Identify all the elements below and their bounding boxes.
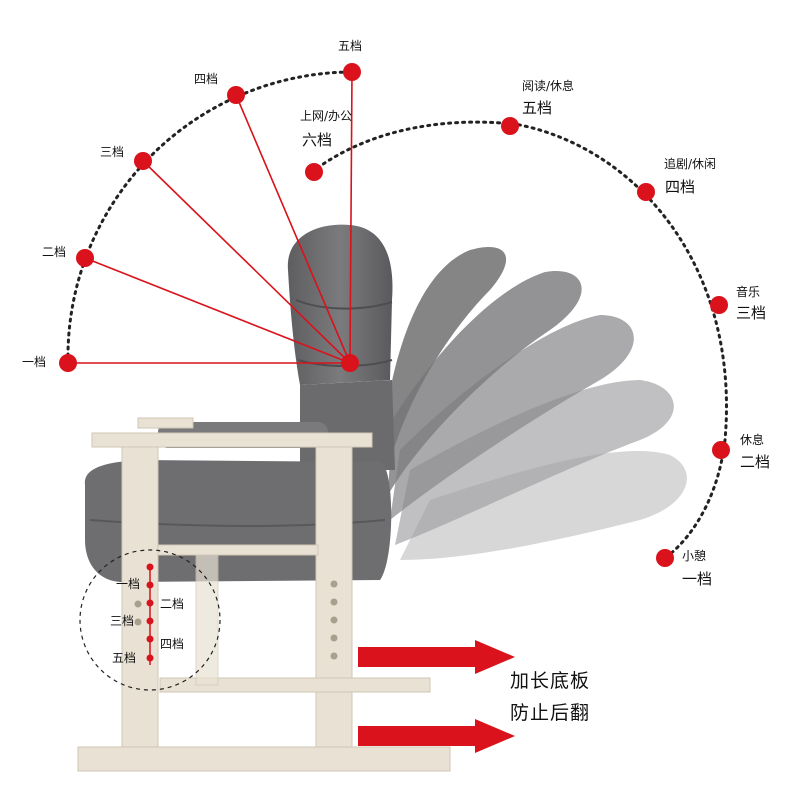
- caption-line-2: 防止后翻: [510, 702, 591, 724]
- left-dot-3: [134, 152, 152, 170]
- left-dot-4: [227, 86, 245, 104]
- left-gear-4-label: 四档: [194, 72, 219, 86]
- height-4-label: 四档: [160, 637, 185, 651]
- right-gear-3-label: 三档: [736, 304, 767, 322]
- pivot-dot: [341, 354, 359, 372]
- height-2-label: 二档: [160, 597, 185, 611]
- left-gear-1-label: 一档: [22, 355, 47, 369]
- recline-ghost-backrests: [385, 246, 687, 560]
- right-dot-6: [305, 163, 323, 181]
- height-5-label: 五档: [112, 651, 137, 665]
- height-3-label: 三档: [110, 614, 135, 628]
- wooden-frame: [77, 417, 451, 772]
- right-arrow-icon: [358, 640, 515, 674]
- right-gear-5-mode: 阅读/休息: [522, 79, 575, 93]
- right-gear-2-label: 二档: [740, 453, 771, 471]
- right-gear-6-label: 六档: [302, 131, 333, 149]
- right-dot-3: [710, 296, 728, 314]
- right-gear-1-label: 一档: [682, 570, 713, 588]
- height-1-label: 一档: [116, 577, 141, 591]
- caption-line-1: 加长底板: [510, 670, 591, 692]
- height-dots: [146, 563, 154, 662]
- right-arrow-icon: [358, 719, 515, 753]
- left-dot-1: [59, 354, 77, 372]
- right-dot-4: [637, 183, 655, 201]
- right-gear-4-mode: 追剧/休闲: [664, 157, 717, 171]
- right-gear-4-label: 四档: [665, 178, 696, 196]
- right-gear-1-mode: 小憩: [682, 549, 707, 563]
- left-dot-5: [343, 63, 361, 81]
- right-gear-2-mode: 休息: [740, 433, 765, 447]
- left-gear-5-label: 五档: [338, 39, 363, 53]
- position-dots: [59, 63, 730, 567]
- right-dotted-arc: [310, 120, 728, 560]
- right-dot-1: [656, 549, 674, 567]
- right-gear-6-mode: 上网/办公: [300, 109, 353, 123]
- height-holes: [134, 580, 338, 660]
- left-dot-2: [76, 249, 94, 267]
- recline-angle-lines: [68, 71, 353, 364]
- left-gear-3-label: 三档: [100, 145, 125, 159]
- right-dot-5: [501, 117, 519, 135]
- right-gear-5-label: 五档: [522, 99, 553, 117]
- height-detail-circle: [79, 549, 221, 691]
- right-dot-2: [712, 441, 730, 459]
- right-gear-3-mode: 音乐: [736, 285, 761, 299]
- left-gear-2-label: 二档: [42, 245, 67, 259]
